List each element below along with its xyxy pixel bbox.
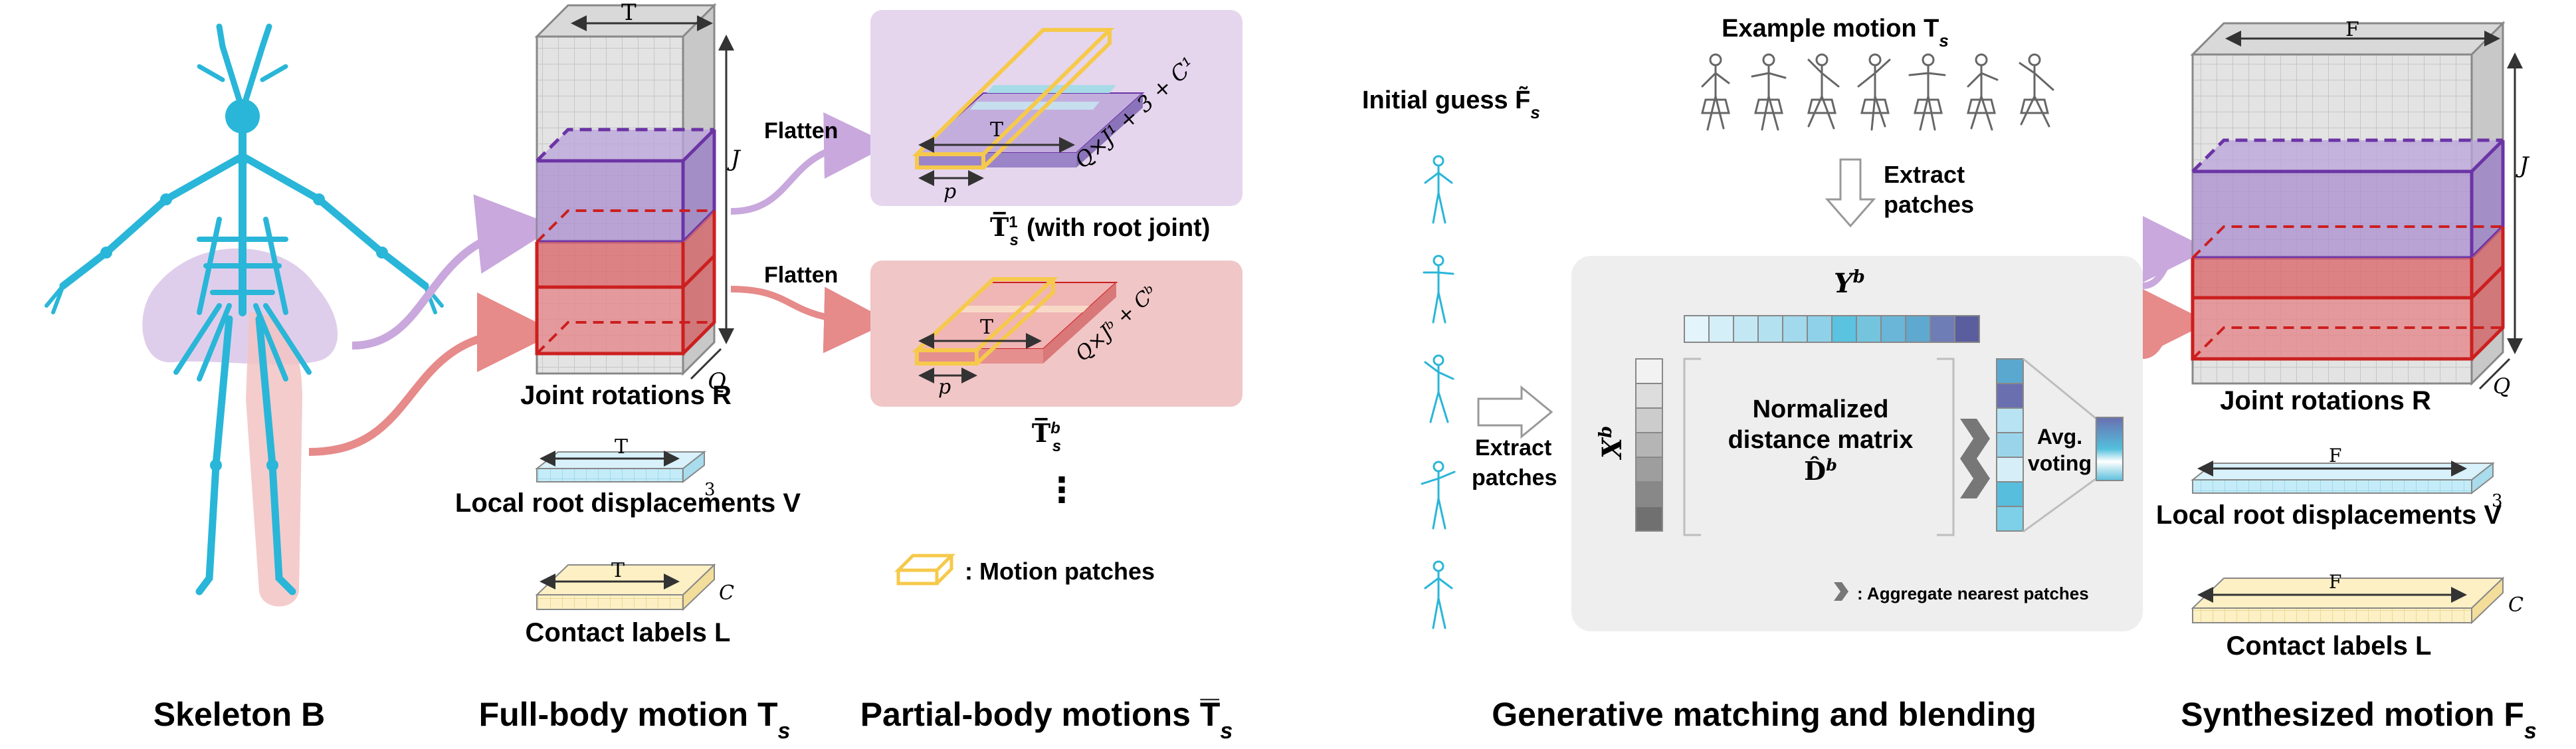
Y-patch-row — [1684, 315, 1980, 343]
avg-line1: Avg. — [2037, 425, 2082, 449]
extract-left-2: patches — [1472, 465, 1557, 490]
Y-label: Yb — [1834, 267, 1865, 299]
dancer-pose-icon — [1751, 53, 1787, 131]
contact-label: Contact labels L — [526, 618, 731, 647]
chevron-aggregate-icon — [1960, 419, 1990, 498]
example-motion-label: Example motion Ts — [1722, 15, 1949, 51]
initial-guess-label: Initial guess F̃s — [1362, 85, 1540, 122]
dancer-pose-icon — [1421, 461, 1456, 530]
root-displacement-slab: T 3 — [535, 435, 716, 500]
skeleton-icon — [45, 23, 444, 595]
synth-cont-C: C — [2508, 593, 2524, 617]
ndm-line3: D̂b — [1804, 455, 1837, 486]
dim-J: J — [727, 146, 742, 172]
dancer-pose-icon — [1424, 560, 1453, 629]
synthesized-column: F J Q Joint rotations R F 3 Local root d… — [2156, 18, 2537, 744]
example-motion-poses — [1701, 53, 2054, 131]
root-displacement-label: Local root displacements V — [455, 488, 801, 518]
bot-dim-T: T — [980, 316, 993, 339]
extract-top-2: patches — [1884, 191, 1974, 218]
synth-disp-3: 3 — [2492, 491, 2503, 511]
flatten-label-top: Flatten — [764, 118, 838, 144]
chevron-legend-icon — [1834, 582, 1848, 601]
ndm-line1: Normalized — [1753, 395, 1889, 423]
matching-panel — [1571, 256, 2143, 631]
red-arrow-output — [2142, 289, 2209, 359]
voted-patch — [2096, 417, 2124, 481]
top-dim-p: p — [943, 180, 956, 203]
flatten-arrow-top — [730, 112, 890, 215]
distance-matrix-box — [1683, 358, 1955, 536]
synth-disp-F: F — [2329, 445, 2341, 467]
synth-dim-J: J — [2516, 152, 2530, 179]
matching-caption: Generative matching and blending — [1492, 696, 2036, 733]
synth-dim-F: F — [2345, 18, 2359, 41]
ellipsis: ⋮ — [1044, 471, 1079, 510]
dancer-pose-icon — [1857, 53, 1891, 131]
disp-T: T — [615, 435, 628, 459]
full-body-caption: Full-body motion Ts — [479, 696, 791, 744]
dim-T: T — [621, 0, 637, 26]
bot-dim-p: p — [938, 375, 951, 399]
aggregate-legend: : Aggregate nearest patches — [1857, 584, 2089, 603]
cont-T: T — [611, 559, 625, 582]
flatten-label-bottom: Flatten — [764, 263, 838, 288]
matching-column: Example motion Ts — [1362, 15, 2143, 733]
extract-down-arrow — [1825, 158, 1876, 228]
synth-root-displacement-slab: F 3 — [2191, 445, 2503, 511]
extract-top-1: Extract — [1884, 161, 1965, 188]
dancer-pose-icon — [2019, 53, 2054, 128]
synth-joint-rotation-cube: F J Q — [2190, 18, 2530, 399]
extract-left-1: Extract — [1475, 435, 1551, 461]
disp-3: 3 — [704, 480, 716, 500]
dim-Q: Q — [708, 368, 726, 395]
synth-dim-Q: Q — [2493, 374, 2510, 399]
synth-contact-slab: F C — [2191, 571, 2524, 625]
contact-slab: T C — [535, 559, 734, 611]
synth-root-displacement-label: Local root displacements V — [2156, 500, 2502, 530]
ndm-line2: distance matrix — [1728, 426, 1914, 454]
extract-right-arrow — [1477, 385, 1553, 439]
synth-contact-label: Contact labels L — [2227, 631, 2432, 661]
purple-arrow-output — [2142, 216, 2209, 289]
full-body-column: T J Q Joint rotations R T 3 Local root d… — [455, 0, 801, 744]
nearest-patch-column — [1996, 358, 2024, 532]
X-label: Xb — [1596, 426, 1628, 461]
dancer-pose-icon — [1967, 53, 1999, 131]
legend-text: : Motion patches — [965, 558, 1155, 585]
skeleton-caption: Skeleton B — [153, 696, 325, 733]
dancer-pose-icon — [1423, 255, 1454, 324]
motion-patch-legend: : Motion patches — [894, 554, 1155, 586]
avg-line2: voting — [2028, 451, 2092, 475]
dancer-pose-icon — [1908, 53, 1946, 131]
initial-guess-poses — [1421, 155, 1456, 629]
red-arrow-lower — [308, 292, 557, 456]
partial-body-caption: Partial-body motions T̅s — [860, 696, 1233, 744]
X-patch-column — [1635, 358, 1663, 532]
purple-arrow-upper — [351, 194, 557, 350]
dancer-pose-icon — [1807, 53, 1840, 130]
dancer-pose-icon — [1424, 155, 1453, 224]
dancer-pose-icon — [1424, 354, 1454, 423]
top-dim-T: T — [990, 118, 1003, 142]
synth-joint-rotations-label: Joint rotations R — [2220, 386, 2431, 415]
joint-rotation-cube: T J Q — [534, 0, 742, 395]
synth-cont-F: F — [2329, 571, 2341, 593]
synthesized-caption: Synthesized motion Fs — [2181, 696, 2537, 744]
dancer-pose-icon — [1701, 53, 1730, 131]
joint-rotations-label: Joint rotations R — [520, 381, 732, 410]
flatten-arrow-bottom — [730, 286, 890, 354]
skeleton-column: Skeleton B — [45, 23, 444, 733]
cont-C: C — [719, 582, 734, 605]
